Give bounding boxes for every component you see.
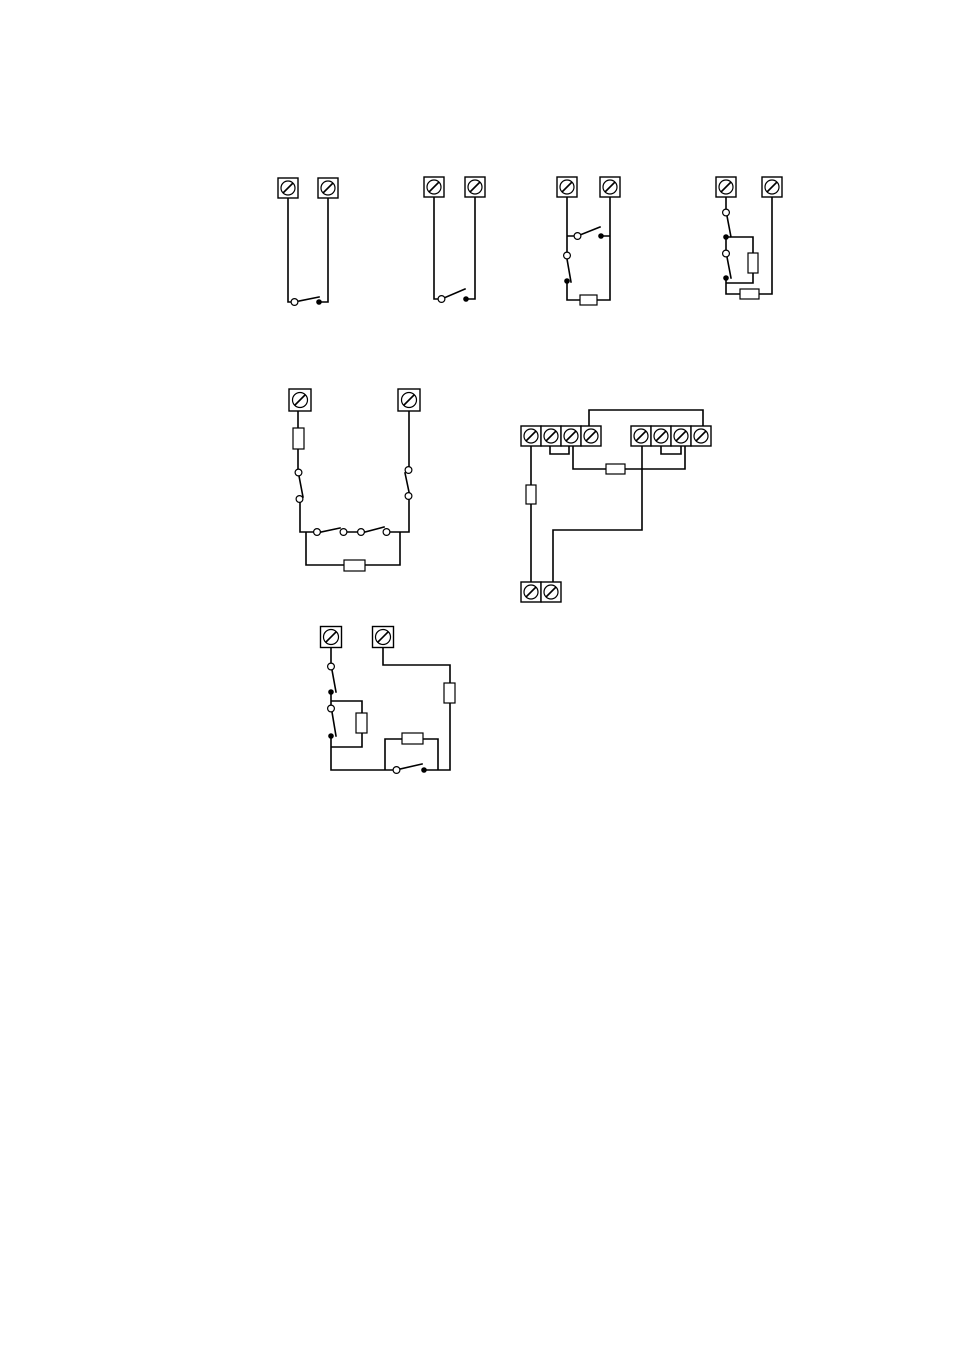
switch-fixed-contact xyxy=(564,278,570,284)
switch-open-contact xyxy=(392,765,401,774)
screw-terminal-icon xyxy=(540,425,562,447)
screw-terminal-icon xyxy=(371,625,395,649)
screw-terminal-icon xyxy=(761,176,783,198)
switch-fixed-contact xyxy=(598,233,604,239)
switch-fixed-contact xyxy=(723,234,729,240)
switch-open-contact xyxy=(721,249,730,258)
screw-terminal-icon xyxy=(560,425,582,447)
switch-open-contact xyxy=(295,495,304,504)
switch-fixed-contact xyxy=(316,299,322,305)
screw-terminal-icon xyxy=(520,425,542,447)
switch-fixed-contact xyxy=(723,275,729,281)
screw-terminal-icon xyxy=(540,581,562,603)
wiring-diagram-3 xyxy=(556,176,621,306)
resistor-icon xyxy=(747,252,759,274)
screw-terminal-icon xyxy=(520,581,542,603)
switch-open-contact xyxy=(382,527,391,536)
screw-terminal-icon xyxy=(397,388,421,412)
screw-terminal-icon xyxy=(650,425,672,447)
screw-terminal-icon xyxy=(464,176,486,198)
switch-open-contact xyxy=(562,251,571,260)
switch-open-contact xyxy=(357,527,366,536)
screw-terminal-icon xyxy=(556,176,578,198)
switch-open-contact xyxy=(437,295,446,304)
screw-terminal-icon xyxy=(630,425,652,447)
switch-open-contact xyxy=(294,468,303,477)
switch-open-contact xyxy=(573,232,582,241)
screw-terminal-icon xyxy=(423,176,445,198)
resistor-icon xyxy=(579,294,598,306)
resistor-icon xyxy=(355,712,368,734)
resistor-icon xyxy=(292,427,305,450)
screw-terminal-icon xyxy=(599,176,621,198)
resistor-icon xyxy=(443,682,456,704)
screw-terminal-icon xyxy=(317,177,339,199)
resistor-icon xyxy=(605,463,626,475)
wiring-diagram-1 xyxy=(277,177,339,307)
switch-open-contact xyxy=(404,492,413,501)
screw-terminal-icon xyxy=(580,425,602,447)
switch-fixed-contact xyxy=(421,767,427,773)
screw-terminal-icon xyxy=(288,388,312,412)
resistor-icon xyxy=(343,559,366,572)
wiring-diagram-5 xyxy=(288,388,421,572)
resistor-icon xyxy=(401,732,424,745)
resistor-icon xyxy=(739,288,760,300)
switch-open-contact xyxy=(313,527,322,536)
switch-fixed-contact xyxy=(328,733,334,739)
wiring-diagram-4 xyxy=(715,176,783,300)
screw-terminal-icon xyxy=(690,425,712,447)
wiring-diagram-2 xyxy=(423,176,486,304)
screw-terminal-icon xyxy=(715,176,737,198)
screw-terminal-icon xyxy=(670,425,692,447)
switch-open-contact xyxy=(404,466,413,475)
switch-fixed-contact xyxy=(328,689,334,695)
switch-open-contact xyxy=(339,527,348,536)
resistor-icon xyxy=(525,484,537,505)
switch-open-contact xyxy=(327,704,336,713)
wiring-diagram-6 xyxy=(520,409,712,603)
screw-terminal-icon xyxy=(319,625,343,649)
switch-open-contact xyxy=(721,208,730,217)
wiring-diagram-7 xyxy=(319,625,456,774)
switch-open-contact xyxy=(327,662,336,671)
switch-open-contact xyxy=(290,298,299,307)
screw-terminal-icon xyxy=(277,177,299,199)
switch-fixed-contact xyxy=(463,296,469,302)
